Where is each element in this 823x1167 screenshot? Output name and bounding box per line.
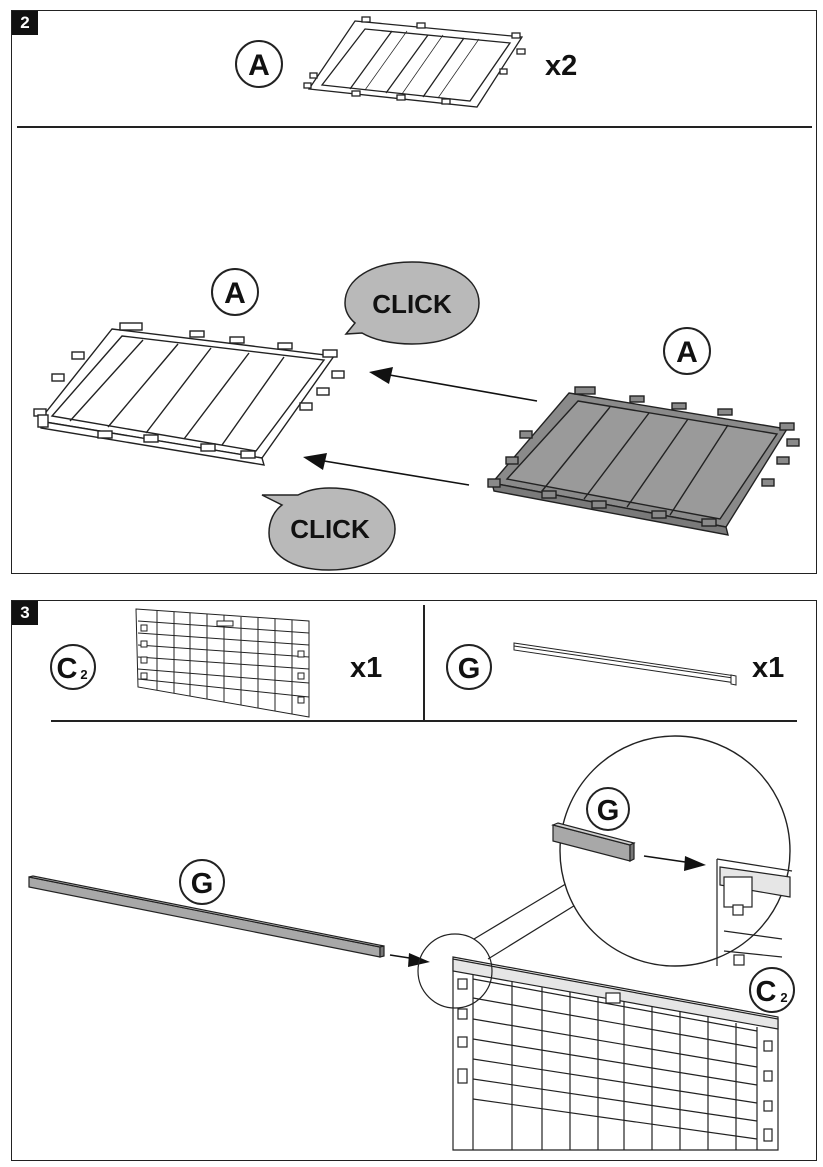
rail-g-letter: G <box>191 868 214 900</box>
click-text-bottom: CLICK <box>290 514 370 544</box>
part-a-right-letter: A <box>676 336 698 369</box>
part-a-circle-label: A <box>235 40 283 88</box>
insert-arrow-top <box>369 367 538 402</box>
step-2-illustration: A x2 A <box>17 16 812 571</box>
insert-arrow-bottom <box>303 453 470 486</box>
insert-arrow-rail <box>389 953 430 967</box>
panel-c2-label-circle: C 2 <box>749 967 795 1013</box>
floor-panel-a-left <box>33 322 345 466</box>
step-2-panel: 2 A x2 A <box>11 10 817 574</box>
panel-c-letter: C <box>756 976 777 1008</box>
part-a-letter: A <box>248 49 270 82</box>
zoom-detail-circle <box>551 735 793 967</box>
wall-panel-c2 <box>452 956 779 1151</box>
click-speech-bubble-top: CLICK <box>344 261 480 345</box>
part-a-left-letter: A <box>224 277 246 310</box>
rail-g <box>28 875 385 958</box>
part-c2-quantity: x1 <box>350 652 382 684</box>
part-c2-thumbnail <box>135 608 310 718</box>
zoom-g-letter: G <box>597 795 620 827</box>
part-g-letter: G <box>458 653 481 685</box>
part-c-subscript: 2 <box>80 667 87 682</box>
step-number-badge: 3 <box>12 601 38 625</box>
part-a-thumbnail <box>303 16 526 108</box>
part-a-left-circle: A <box>211 268 259 316</box>
part-a-right-circle: A <box>663 327 711 375</box>
step-3-panel: 3 C 2 x1 <box>11 600 817 1161</box>
part-c2-circle-label: C 2 <box>50 644 96 690</box>
part-c-letter: C <box>57 653 78 685</box>
part-g-quantity: x1 <box>752 652 784 684</box>
part-g-thumbnail <box>513 642 737 686</box>
click-speech-bubble-bottom: CLICK <box>261 487 396 571</box>
step-number-badge: 2 <box>12 11 38 35</box>
part-g-circle-label: G <box>446 644 492 690</box>
step-3-illustration: C 2 x1 G <box>28 605 797 1151</box>
click-text-top: CLICK <box>372 289 452 319</box>
part-a-quantity: x2 <box>545 50 577 82</box>
zoom-source-circle <box>417 933 493 1009</box>
panel-c-subscript: 2 <box>780 990 787 1005</box>
zoom-g-label-circle: G <box>586 787 630 831</box>
rail-g-label-circle: G <box>179 859 225 905</box>
floor-panel-a-right <box>487 386 800 536</box>
